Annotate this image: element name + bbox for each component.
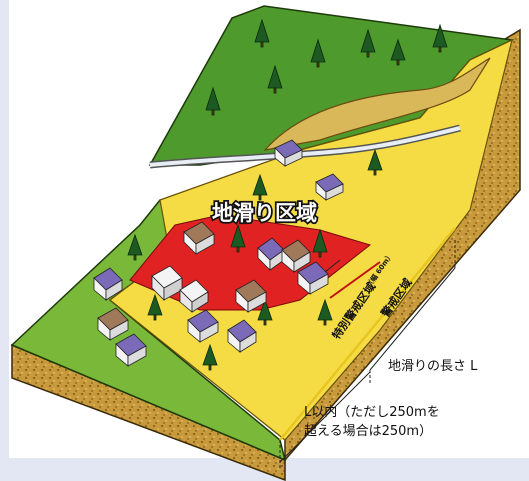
- tree: [252, 173, 268, 201]
- range-label-line2: 超える場合は250m）: [304, 424, 432, 439]
- warning-zone-arrow: [279, 227, 456, 441]
- tree: [267, 64, 283, 94]
- left-border: [0, 0, 9, 481]
- tree: [432, 23, 448, 53]
- dimension-lines: [279, 227, 456, 470]
- tree: [312, 228, 328, 258]
- house: [151, 265, 183, 301]
- house: [179, 279, 209, 313]
- special-zone-arrow: [329, 261, 381, 299]
- house: [97, 307, 129, 341]
- house: [115, 333, 147, 367]
- tree: [360, 28, 376, 58]
- house: [93, 267, 123, 301]
- tree: [367, 148, 383, 176]
- tree: [310, 38, 326, 68]
- tree: [127, 233, 143, 261]
- house: [274, 139, 303, 167]
- tree: [317, 298, 333, 326]
- length-label: 地滑りの長さ L: [388, 359, 478, 374]
- house: [257, 237, 285, 271]
- trees: [127, 18, 448, 371]
- house: [227, 319, 257, 353]
- tree: [230, 223, 246, 253]
- tree: [205, 86, 221, 116]
- house: [297, 261, 329, 295]
- landslide-scarp: [263, 57, 491, 151]
- tree: [147, 293, 163, 321]
- landslide-area-title: 地滑り区域: [212, 201, 317, 225]
- tree: [254, 18, 270, 48]
- house: [281, 239, 311, 273]
- house: [183, 221, 215, 255]
- range-label-line1: L以内（ただし250mを: [304, 404, 440, 420]
- house: [187, 309, 219, 343]
- houses: [93, 139, 344, 367]
- tree: [202, 343, 218, 371]
- tree: [390, 38, 406, 66]
- house: [315, 173, 344, 201]
- tree: [257, 298, 273, 326]
- house: [235, 279, 267, 313]
